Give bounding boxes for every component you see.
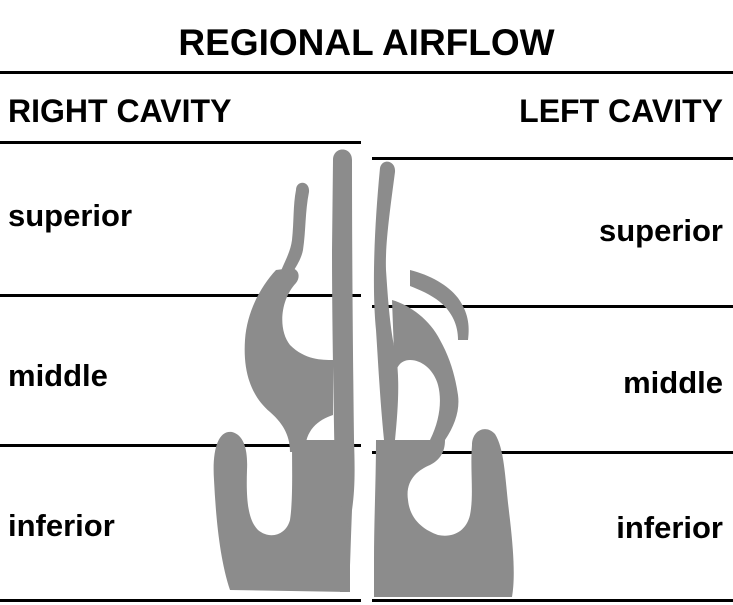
right-divider-superior-middle <box>0 294 361 297</box>
right-superior-meatus <box>276 182 310 286</box>
right-region-inferior: inferior <box>8 508 115 543</box>
right-inferior-meatus <box>213 431 350 592</box>
left-cavity-shape <box>373 161 514 597</box>
left-septal-channel <box>373 161 399 440</box>
left-divider-top <box>372 157 733 160</box>
left-divider-bottom <box>372 599 733 602</box>
left-region-superior: superior <box>598 213 723 248</box>
left-middle-meatus <box>392 300 459 440</box>
right-cavity-shape <box>213 149 355 592</box>
left-region-middle: middle <box>623 365 723 400</box>
right-divider-top <box>0 141 361 144</box>
diagram-title: REGIONAL AIRFLOW <box>178 22 555 63</box>
left-cavity-header: LEFT CAVITY <box>519 93 723 129</box>
right-divider-bottom <box>0 599 361 602</box>
left-inferior-meatus <box>374 429 514 597</box>
right-region-superior: superior <box>8 198 133 233</box>
title-underline <box>0 71 733 74</box>
right-middle-meatus <box>244 268 333 452</box>
right-divider-middle-inferior <box>0 444 361 447</box>
right-region-middle: middle <box>8 358 108 393</box>
left-region-inferior: inferior <box>616 510 723 545</box>
left-superior-meatus <box>410 270 469 340</box>
left-divider-middle-inferior <box>372 451 733 454</box>
left-divider-superior-middle <box>372 305 733 308</box>
right-cavity-header: RIGHT CAVITY <box>8 93 232 129</box>
